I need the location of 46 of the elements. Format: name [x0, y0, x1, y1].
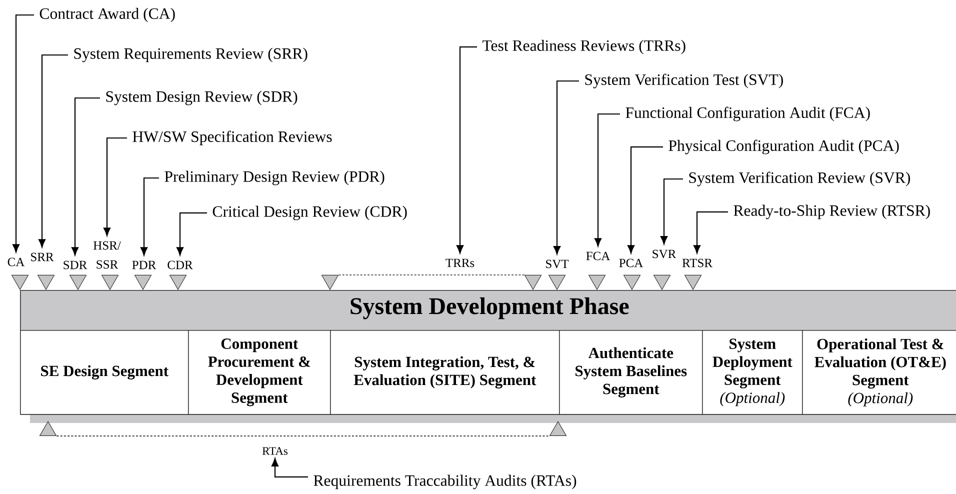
milestone-label: Physical Configuration Audit (PCA)	[668, 140, 899, 154]
milestone-label: Requirements Traccability Audits (RTAs)	[314, 474, 576, 490]
milestone-label: Preliminary Design Review (PDR)	[164, 170, 384, 186]
segment-cell: SE Design Segment	[20, 330, 189, 415]
milestone-abbreviation: SDR	[64, 260, 88, 270]
segment-cell: Component Procurement & Development Segment	[188, 330, 331, 415]
milestone-abbreviation: SVR	[652, 250, 676, 258]
leader-arrow	[38, 54, 68, 248]
milestone-label: HW/SW Specification Reviews	[132, 130, 332, 146]
milestone-abbreviation: HSR/ SSR	[93, 241, 121, 269]
leader-arrow	[594, 113, 620, 246]
milestone-label: System Requirements Review (SRR)	[74, 48, 308, 62]
leader-arrow	[627, 146, 663, 254]
leader-arrow	[103, 137, 127, 236]
milestone-abbreviation: RTSR	[682, 258, 712, 268]
leader-arrow	[71, 97, 100, 256]
milestone-label: Test Readiness Reviews (TRRs)	[482, 40, 686, 54]
leader-arrow	[456, 46, 477, 254]
milestone-label: Ready-to-Ship Review (RTSR)	[734, 204, 930, 220]
milestone-label: Functional Configuration Audit (FCA)	[626, 106, 870, 122]
leader-arrow	[140, 177, 159, 256]
leader-arrow	[553, 80, 579, 254]
milestone-abbreviation: TRRs	[446, 258, 474, 268]
milestone-abbreviation: CA	[8, 258, 25, 266]
milestone-abbreviation: CDR	[168, 260, 193, 270]
leader-arrow	[660, 178, 683, 244]
milestone-abbreviation: SVT	[546, 260, 569, 268]
milestone-label: Contract Award (CA)	[40, 8, 175, 22]
segment-cell: System Deployment Segment (Optional)	[702, 330, 803, 415]
milestone-abbreviation: FCA	[586, 252, 610, 260]
leader-arrow	[12, 14, 34, 252]
milestone-label: System Verification Test (SVT)	[585, 74, 783, 88]
milestone-abbreviation: PCA	[619, 258, 644, 268]
segment-cell: System Integration, Test, & Evaluation (SITE) Segment	[330, 330, 560, 415]
segment-cell: Authenticate System Baselines Segment	[559, 330, 703, 415]
milestone-label: System Verification Review (SVR)	[689, 172, 910, 186]
milestone-label: Critical Design Review (CDR)	[212, 206, 407, 220]
leader-arrow	[271, 458, 308, 478]
dotted-span-line	[338, 274, 525, 276]
segment-cell: Operational Test & Evaluation (OT&E) Segment (Optional)	[802, 330, 956, 415]
leader-arrow	[693, 211, 728, 254]
leader-arrow	[176, 212, 207, 256]
milestone-label: System Design Review (SDR)	[106, 90, 298, 106]
milestone-abbreviation: SRR	[31, 252, 54, 262]
milestone-abbreviation: PDR	[132, 260, 156, 270]
milestone-abbreviation: RTAs	[262, 447, 288, 455]
